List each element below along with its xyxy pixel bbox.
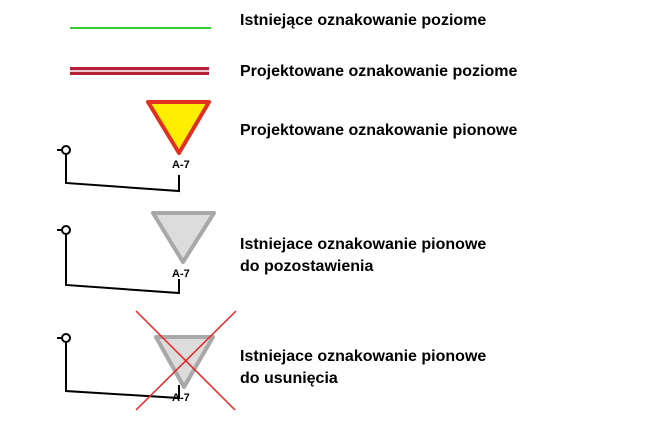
legend-label-existing-horizontal: Istniejące oznakowanie poziome [240,12,487,29]
existing-vertical-sign-keep-symbol: A-7 [57,211,216,295]
yield-sign-grey-icon [151,211,216,264]
sign-code: A-7 [172,159,190,171]
legend-label-existing-vertical-keep-line2: do pozostawienia [240,258,374,275]
sign-post-marker [61,225,71,235]
designed-vertical-sign-symbol: A-7 [57,100,211,193]
yield-sign-yellow-icon [146,100,211,155]
existing-vertical-sign-remove-symbol: A-7 [57,310,237,411]
sign-code: A-7 [172,392,190,404]
removal-cross-icon [135,310,237,411]
designed-horizontal-marking-line [70,67,209,75]
legend-label-existing-vertical-remove-line2: do usunięcia [240,370,338,387]
sign-post-connector [57,149,180,193]
legend-label-designed-vertical: Projektowane oznakowanie pionowe [240,122,518,139]
sign-post-marker [61,145,71,155]
sign-post-marker [61,333,71,343]
legend-label-existing-vertical-remove-line1: Istniejace oznakowanie pionowe [240,348,487,365]
legend-label-existing-vertical-keep-line1: Istniejace oznakowanie pionowe [240,236,487,253]
sign-code: A-7 [172,268,190,280]
legend-label-designed-horizontal: Projektowane oznakowanie poziome [240,63,518,80]
sign-post-connector [57,229,180,295]
